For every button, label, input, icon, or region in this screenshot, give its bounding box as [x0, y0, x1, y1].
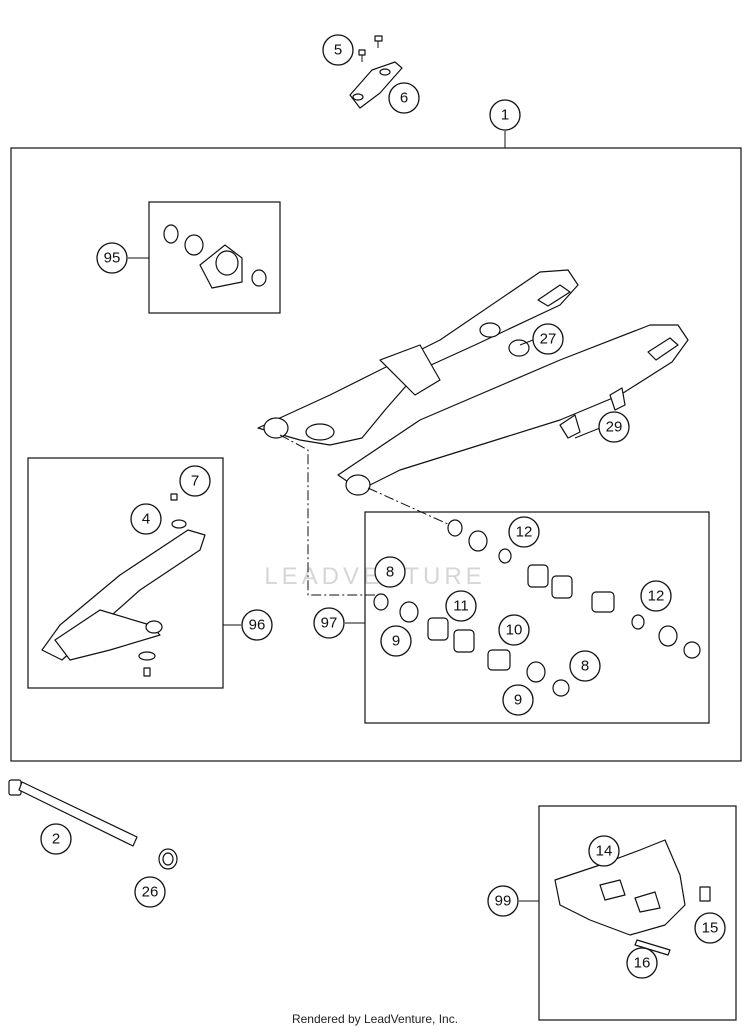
svg-text:4: 4	[142, 511, 150, 528]
svg-text:99: 99	[495, 893, 512, 910]
svg-text:9: 9	[392, 633, 400, 650]
svg-text:16: 16	[634, 955, 651, 972]
svg-text:97: 97	[321, 615, 338, 632]
svg-text:29: 29	[606, 419, 623, 436]
callout-12a: 12	[508, 516, 540, 548]
main-assembly-frame	[10, 147, 742, 762]
kit-95-parts	[163, 224, 267, 289]
callout-27: 27	[532, 323, 564, 355]
kit-96-chain-slider	[41, 493, 206, 677]
svg-text:15: 15	[702, 920, 719, 937]
svg-text:6: 6	[400, 90, 408, 107]
svg-text:10: 10	[506, 622, 523, 639]
callout-11: 11	[445, 590, 477, 622]
svg-text:7: 7	[191, 473, 199, 490]
part-6-bracket	[349, 61, 403, 109]
callout-7: 7	[179, 465, 211, 497]
svg-text:26: 26	[142, 884, 159, 901]
svg-text:12: 12	[648, 588, 665, 605]
kit-97-frame	[364, 511, 710, 724]
callout-8b: 8	[569, 650, 601, 682]
svg-text:14: 14	[596, 843, 613, 860]
callout-96: 96	[241, 609, 273, 641]
svg-text:12: 12	[516, 524, 533, 541]
callout-99: 99	[487, 885, 519, 917]
svg-text:8: 8	[386, 564, 394, 581]
callout-15: 15	[694, 912, 726, 944]
svg-text:8: 8	[581, 658, 589, 675]
watermark: LEADVENTURE	[264, 563, 485, 590]
callout-6: 6	[388, 82, 420, 114]
callout-5: 5	[322, 34, 354, 66]
kit-99-chain-guide	[554, 839, 711, 956]
callout-10: 10	[498, 614, 530, 646]
svg-text:2: 2	[52, 831, 60, 848]
callout-2: 2	[40, 823, 72, 855]
svg-text:11: 11	[453, 598, 469, 615]
svg-text:9: 9	[514, 692, 522, 709]
kit-97-parts	[373, 519, 701, 697]
callout-16: 16	[626, 947, 658, 979]
svg-text:27: 27	[540, 331, 557, 348]
swingarm	[257, 269, 689, 496]
callout-8a: 8	[374, 556, 406, 588]
callout-97: 97	[313, 607, 345, 639]
callout-9a: 9	[380, 625, 412, 657]
svg-text:95: 95	[104, 250, 121, 267]
callout-12b: 12	[640, 580, 672, 612]
footer-credit: Rendered by LeadVenture, Inc.	[291, 1012, 459, 1026]
part-2-axle	[8, 779, 138, 847]
callout-26: 26	[134, 876, 166, 908]
callout-1: 1	[489, 99, 521, 131]
part-5-bolts	[358, 35, 383, 62]
callout-29: 29	[598, 411, 630, 443]
callout-95: 95	[96, 242, 128, 274]
part-26-nut	[158, 848, 178, 870]
svg-text:5: 5	[334, 42, 342, 59]
svg-text:96: 96	[249, 617, 266, 634]
part-27-bushing	[508, 339, 530, 357]
callout-9b: 9	[502, 684, 534, 716]
kit-99-frame	[538, 805, 737, 1021]
callout-14: 14	[588, 835, 620, 867]
svg-text:1: 1	[501, 107, 509, 124]
kit-96-frame	[27, 457, 224, 689]
callout-4: 4	[130, 503, 162, 535]
